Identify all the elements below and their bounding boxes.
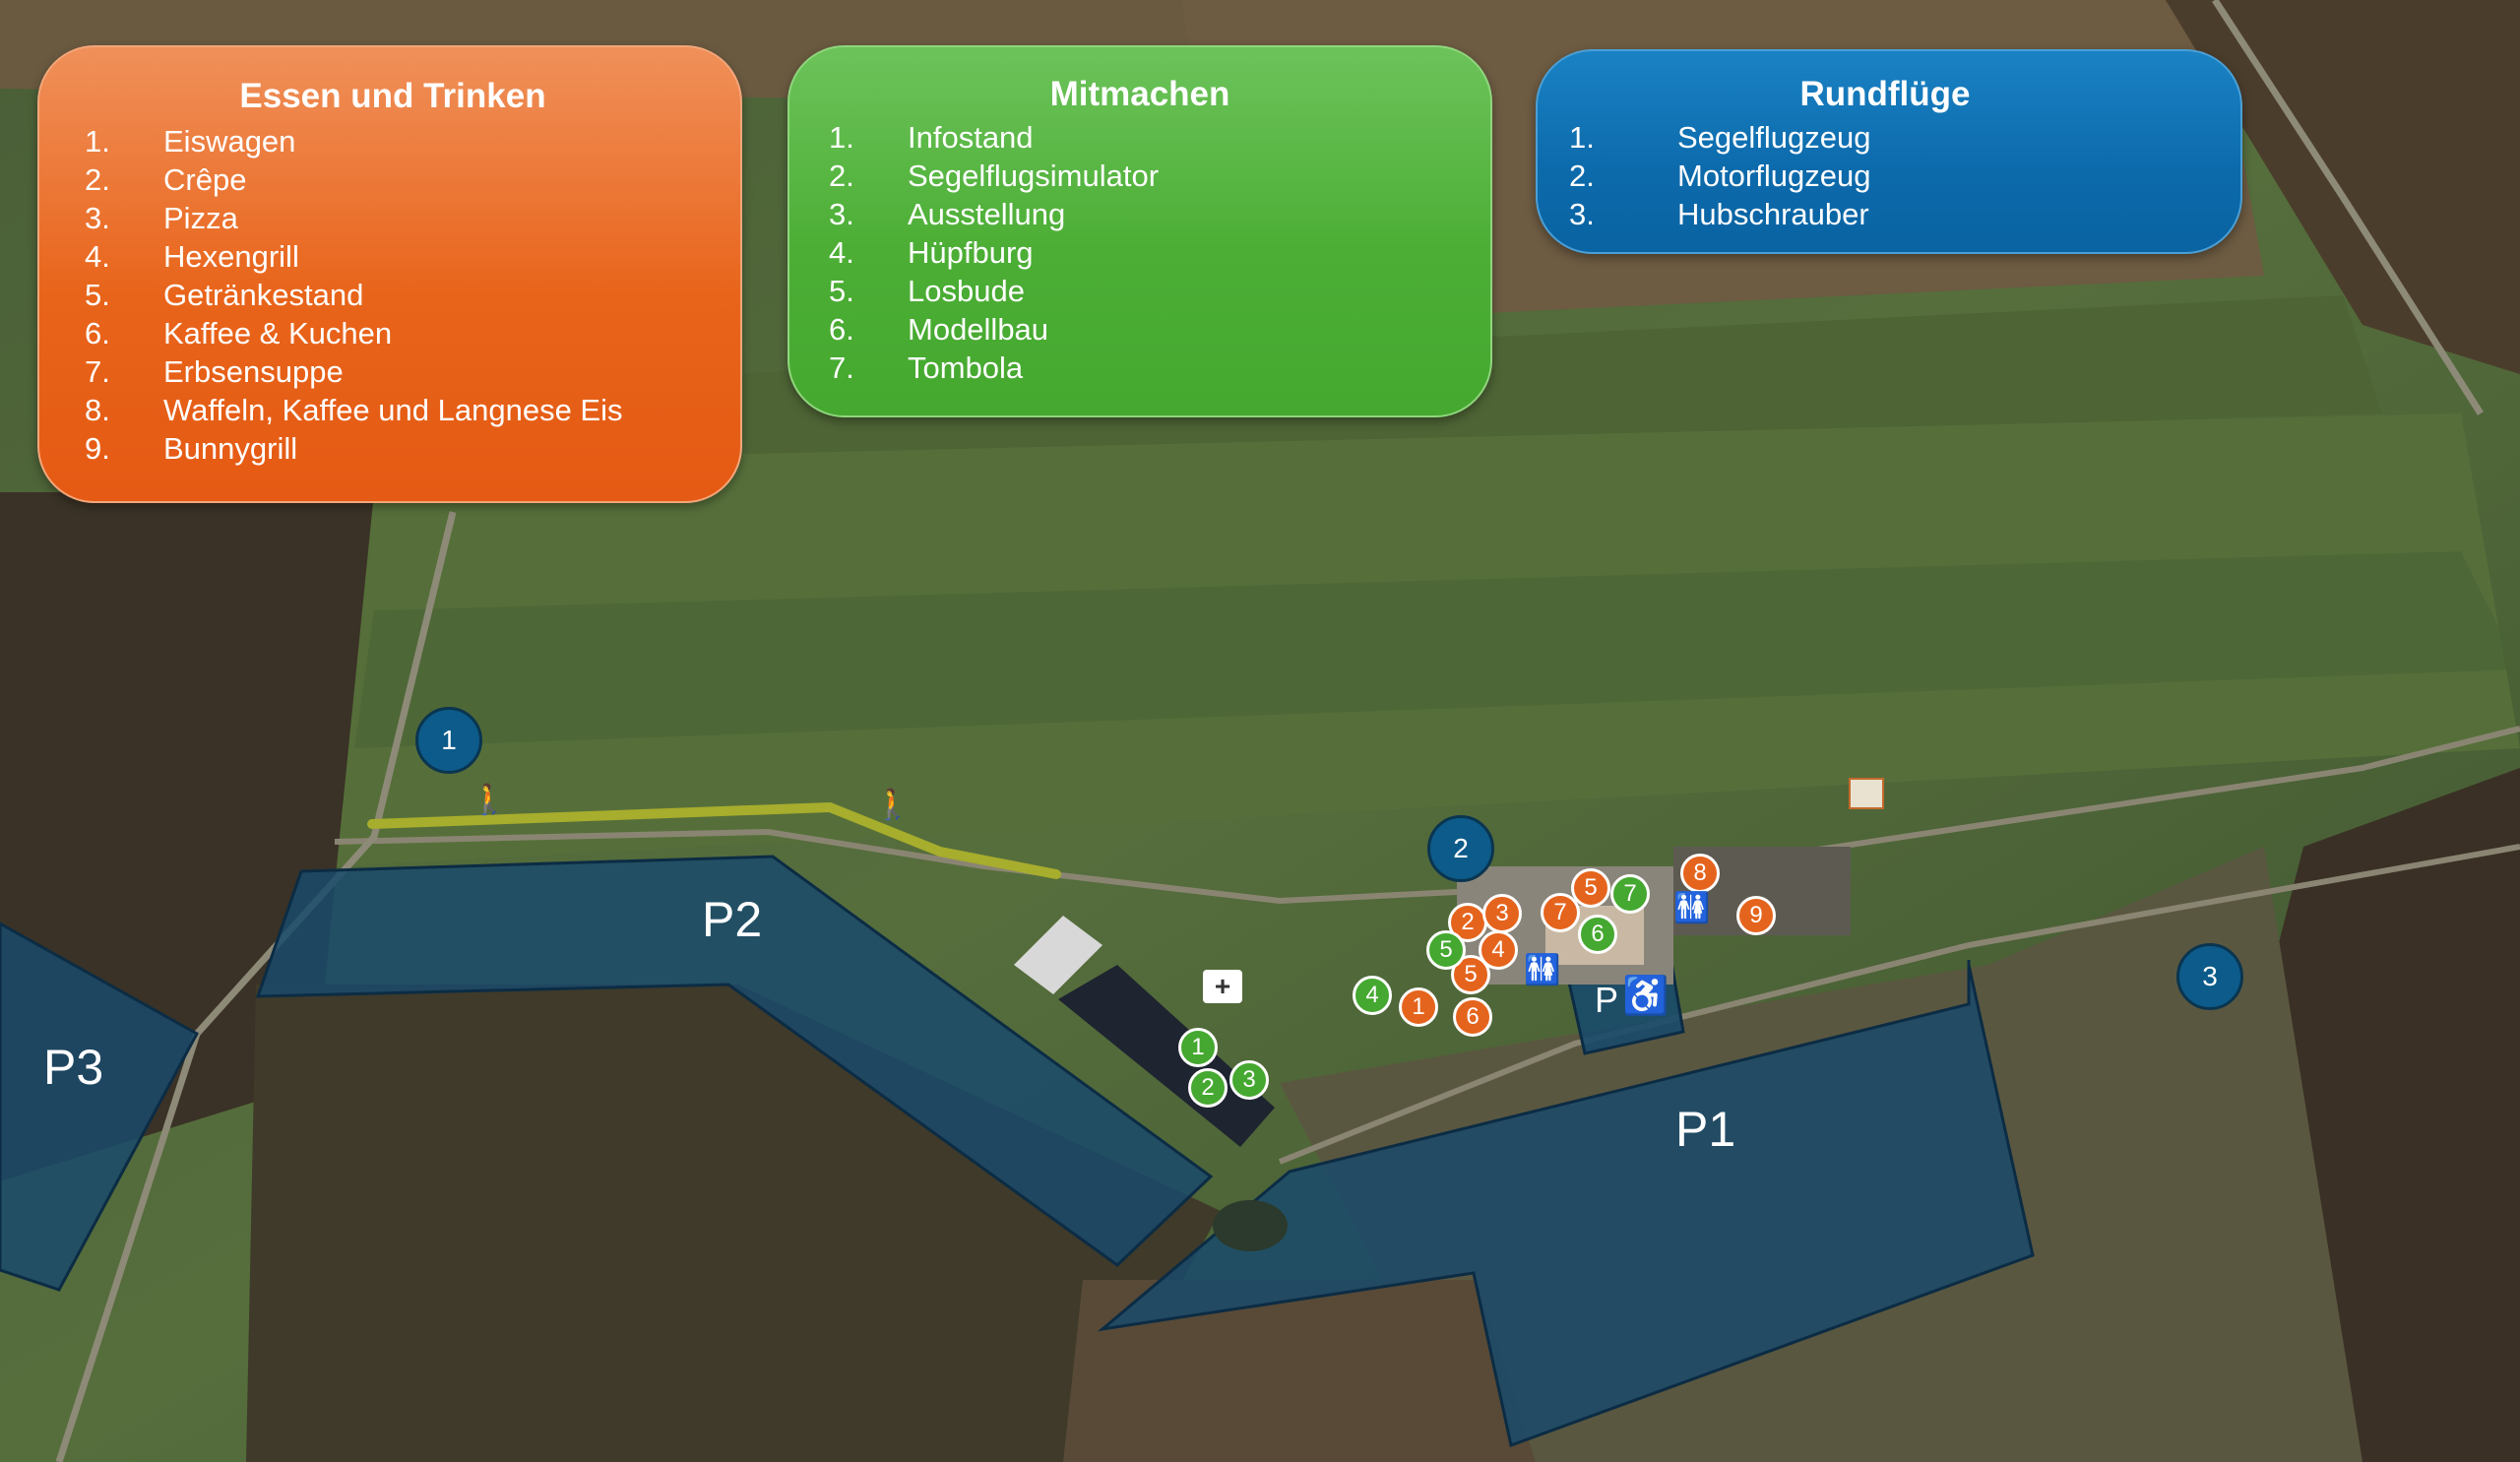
marker-food-3: 3	[1482, 894, 1522, 933]
info-board-icon	[1849, 778, 1884, 809]
field-lower-middle	[1063, 1280, 1536, 1462]
marker-flight-3: 3	[2176, 943, 2243, 1010]
list-item: 3.Hubschrauber	[1569, 197, 1869, 231]
panel-join-list: 1.Infostand 2.Segelflugsimulator 3.Ausst…	[829, 118, 1451, 387]
pond	[1213, 1200, 1288, 1251]
hangar-white	[1014, 916, 1102, 994]
panel-sightseeing-flights: Rundflüge 1.Segelflugzeug 2.Motorflugzeu…	[1536, 49, 2242, 254]
marker-join-7: 7	[1610, 874, 1650, 914]
road-lower	[1278, 844, 2520, 1165]
list-item: 1.Infostand	[829, 120, 1034, 155]
parking-label-p2: P2	[702, 892, 763, 947]
parking-area-p2	[255, 855, 1214, 1267]
list-item: 3.Pizza	[85, 201, 238, 235]
marker-food-8: 8	[1680, 854, 1720, 893]
walking-person-icon: 🚶	[471, 784, 508, 816]
marker-join-1: 1	[1178, 1028, 1218, 1067]
panel-participate: Mitmachen 1.Infostand 2.Segelflugsimulat…	[788, 45, 1492, 417]
first-aid-icon: +	[1203, 970, 1242, 1003]
marker-join-3: 3	[1229, 1060, 1269, 1100]
list-item: 8.Waffeln, Kaffee und Langnese Eis	[85, 393, 623, 427]
marker-food-7: 7	[1541, 893, 1580, 932]
forest-right	[2166, 0, 2520, 374]
parking-area-p3	[0, 922, 200, 1292]
road-main	[334, 726, 2520, 905]
panel-food-title: Essen und Trinken	[239, 77, 546, 115]
list-item: 7.Tombola	[829, 350, 1024, 385]
list-item: 3.Ausstellung	[829, 197, 1066, 231]
list-item: 4.Hexengrill	[85, 239, 299, 274]
list-item: 4.Hüpfburg	[829, 235, 1034, 270]
list-item: 5.Losbude	[829, 274, 1025, 308]
parking-area-p1	[1097, 960, 2035, 1447]
parking-label-p1: P1	[1675, 1102, 1736, 1157]
list-item: 6.Kaffee & Kuchen	[85, 316, 393, 350]
marker-join-2: 2	[1188, 1068, 1228, 1108]
panel-food-list: 1.Eiswagen 2.Crêpe 3.Pizza 4.Hexengrill …	[85, 122, 701, 468]
toilet-icon: 🚻	[1524, 954, 1561, 986]
field-stripe	[728, 295, 2382, 463]
list-item: 7.Erbsensuppe	[85, 354, 344, 389]
marker-join-4: 4	[1353, 976, 1392, 1015]
road-right	[2212, 0, 2484, 415]
list-item: 6.Modellbau	[829, 312, 1049, 347]
panel-join-title: Mitmachen	[1049, 75, 1230, 113]
list-item: 1.Segelflugzeug	[1569, 120, 1871, 155]
list-item: 9.Bunnygrill	[85, 431, 298, 466]
panel-food-and-drink: Essen und Trinken 1.Eiswagen 2.Crêpe 3.P…	[37, 45, 742, 503]
marker-food-1: 1	[1399, 987, 1438, 1027]
toilet-icon: 🚻	[1673, 892, 1711, 924]
list-item: 1.Eiswagen	[85, 124, 296, 159]
marker-food-9: 9	[1736, 896, 1776, 935]
marker-food-5b: 5	[1571, 868, 1610, 908]
wheelchair-icon: ♿	[1622, 976, 1670, 1017]
list-item: 5.Getränkestand	[85, 278, 364, 312]
list-item: 2.Segelflugsimulator	[829, 159, 1160, 193]
list-item: 2.Crêpe	[85, 162, 247, 197]
walking-person-icon: 🚶	[874, 789, 912, 821]
list-item: 2.Motorflugzeug	[1569, 159, 1871, 193]
parking-label-p3: P3	[43, 1040, 104, 1095]
walking-path	[367, 801, 1061, 879]
airfield-dark	[354, 551, 2520, 748]
panel-flights-list: 1.Segelflugzeug 2.Motorflugzeug 3.Hubsch…	[1569, 118, 2201, 233]
panel-flights-title: Rundflüge	[1799, 75, 1971, 113]
marker-join-6: 6	[1578, 915, 1617, 954]
marker-join-5: 5	[1426, 930, 1466, 970]
marker-flight-2: 2	[1427, 815, 1494, 882]
parking-label-accessible: P	[1595, 980, 1619, 1020]
marker-food-6: 6	[1453, 997, 1492, 1037]
marker-flight-1: 1	[415, 707, 482, 774]
